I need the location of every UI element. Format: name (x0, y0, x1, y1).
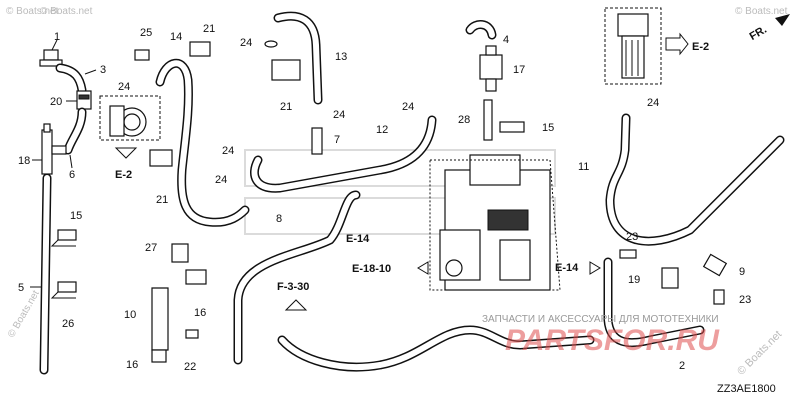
ref-arrow-e2-left: E-2 (114, 147, 138, 181)
svg-text:E-2: E-2 (692, 41, 709, 53)
bolt-part-23-top (619, 249, 637, 259)
label-2: 2 (679, 360, 685, 372)
label-1: 1 (54, 31, 60, 43)
label-15-left: 15 (70, 210, 82, 222)
label-5: 5 (18, 282, 24, 294)
label-4: 4 (503, 34, 509, 46)
hose-14 (155, 58, 250, 227)
clip-part-1 (39, 39, 63, 67)
label-21-bottom: 21 (156, 194, 168, 206)
clip-part-26 (50, 281, 77, 299)
clip-part-15 (50, 229, 77, 247)
ref-arrow-e18: E-18-10 (352, 261, 429, 275)
label-24-e: 24 (222, 145, 234, 157)
svg-text:E-18-10: E-18-10 (352, 263, 391, 275)
site-watermark-big: PARTSFOR.RU (505, 324, 720, 357)
clip-part-15-right (499, 121, 525, 133)
label-10: 10 (124, 309, 136, 321)
label-24-a: 24 (118, 81, 130, 93)
fitting-part-9 (702, 253, 728, 277)
label-28: 28 (458, 114, 470, 126)
bolt-part-22 (185, 329, 199, 339)
clip-part-16 (151, 349, 167, 363)
svg-text:E-14: E-14 (555, 262, 579, 274)
ref-e14-center: E-14 (346, 233, 370, 245)
side-watermark-left: © Boats.net (6, 289, 42, 340)
fitting-part-7 (311, 127, 323, 155)
label-16-b: 16 (126, 359, 138, 371)
clip-part-25 (134, 49, 150, 61)
label-7: 7 (334, 134, 340, 146)
bracket-part-10 (151, 243, 207, 351)
label-6: 6 (69, 169, 75, 181)
label-25: 25 (140, 27, 152, 39)
corner-watermark-top-right: © Boats.net (735, 6, 788, 17)
label-3: 3 (100, 64, 106, 76)
label-13: 13 (335, 51, 347, 63)
connector-part-20 (76, 90, 92, 110)
label-19: 19 (628, 274, 640, 286)
label-12: 12 (376, 124, 388, 136)
label-24-g: 24 (647, 97, 659, 109)
ref-arrow-e14-right: E-14 (555, 261, 601, 275)
clip-part-19 (661, 267, 679, 289)
label-16-a: 16 (194, 307, 206, 319)
clip-part-21-center (271, 59, 301, 81)
label-26: 26 (62, 318, 74, 330)
svg-text:F-3-30: F-3-30 (277, 281, 309, 293)
t-joint-part-18 (41, 123, 67, 175)
label-17: 17 (513, 64, 525, 76)
label-9: 9 (739, 266, 745, 278)
fuel-pump-box (604, 7, 662, 85)
filter-part-17 (479, 45, 503, 92)
label-8: 8 (276, 213, 282, 225)
label-23-bottom: 23 (739, 294, 751, 306)
corner-watermark-top-2: © Boats.net (40, 6, 93, 17)
label-22: 22 (184, 361, 196, 373)
label-24-c: 24 (240, 37, 252, 49)
label-27: 27 (145, 242, 157, 254)
svg-text:E-2: E-2 (115, 169, 132, 181)
label-24-d: 24 (333, 109, 345, 121)
tube-part-28 (483, 99, 493, 141)
diagram-code: ZZ3AE1800 (717, 383, 776, 395)
vapor-separator-assembly (429, 154, 561, 291)
label-11: 11 (578, 161, 589, 173)
label-21-center: 21 (280, 101, 292, 113)
site-watermark-small: ЗАПЧАСТИ И АКСЕССУАРЫ ДЛЯ МОТОТЕХНИКИ (482, 314, 719, 325)
front-direction-indicator: FR. (748, 14, 790, 43)
clip-part-21-mid (149, 149, 173, 167)
bolt-part-23-bottom (713, 289, 725, 305)
label-24-b: 24 (215, 174, 227, 186)
svg-text:FR.: FR. (748, 24, 769, 43)
corner-watermark-top-left: © Boats.net (6, 6, 59, 17)
bottom-right-watermark: © Boats.net (735, 328, 784, 377)
ref-arrow-f3-30: F-3-30 (277, 281, 309, 311)
clip-part-21-top (189, 41, 211, 57)
label-14: 14 (170, 31, 182, 43)
label-20: 20 (50, 96, 62, 108)
label-18: 18 (18, 155, 30, 167)
label-23-top: 23 (626, 231, 638, 243)
throttle-body-bracket (99, 95, 161, 141)
label-24-f: 24 (402, 101, 414, 113)
label-21-top: 21 (203, 23, 215, 35)
hose-clip-24 (264, 40, 278, 48)
ref-arrow-e2-right: E-2 (665, 32, 709, 56)
label-15-right: 15 (542, 122, 554, 134)
